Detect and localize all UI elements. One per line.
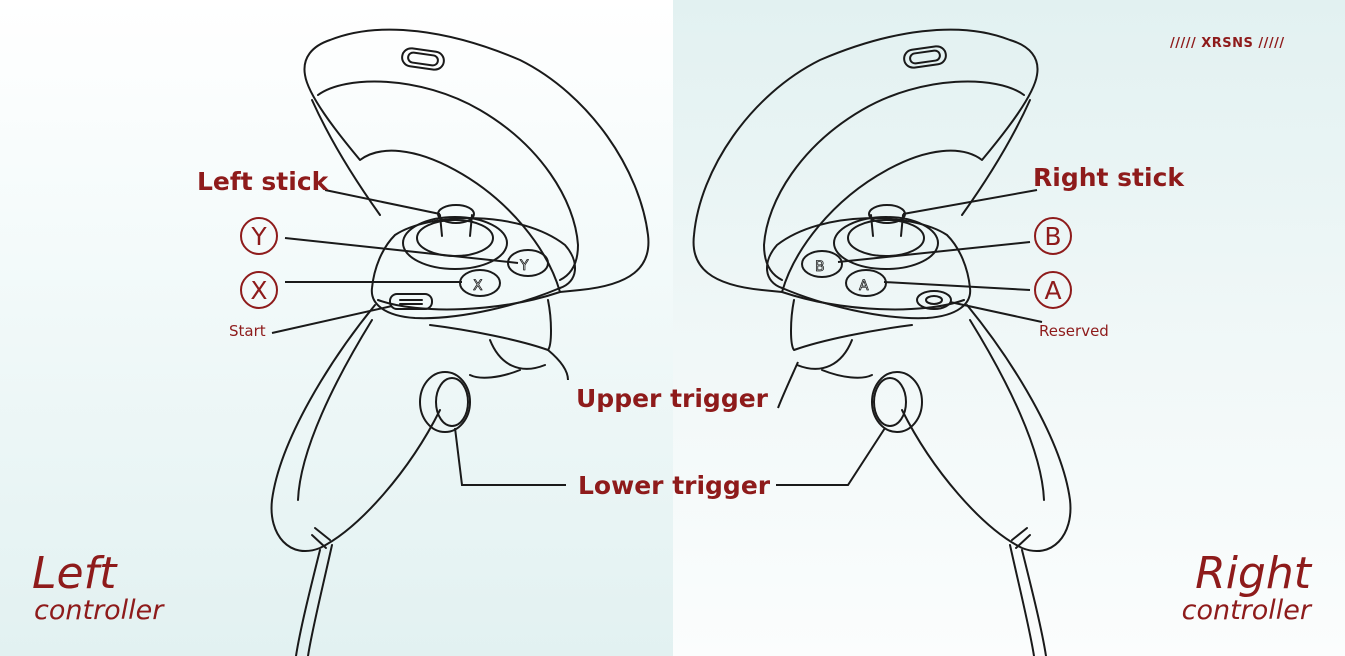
label-left-stick: Left stick xyxy=(197,167,329,196)
svg-text:A: A xyxy=(859,278,869,294)
leader-b xyxy=(837,241,1031,263)
label-start: Start xyxy=(229,322,266,340)
leader-upper-left xyxy=(547,349,569,381)
left-title: Left xyxy=(32,548,117,599)
leader-reserved xyxy=(949,301,1043,323)
leader-right-stick xyxy=(902,189,1038,215)
leader-y xyxy=(284,237,519,264)
brand-watermark: ///// XRSNS ///// xyxy=(1170,36,1285,51)
right-controller-drawing: B A xyxy=(692,28,1072,656)
svg-text:Y: Y xyxy=(519,258,529,274)
button-b-badge: B xyxy=(1034,217,1072,255)
left-panel xyxy=(0,0,673,656)
leader-left-stick xyxy=(324,189,441,215)
leader-start xyxy=(271,305,393,334)
svg-text:B: B xyxy=(815,259,825,275)
leader-upper-right xyxy=(777,361,799,409)
label-upper-trigger: Upper trigger xyxy=(576,384,769,413)
leader-a xyxy=(883,281,1031,291)
leader-lines xyxy=(271,189,1043,486)
left-subtitle: controller xyxy=(34,595,164,626)
right-title: Right xyxy=(1195,548,1311,599)
leader-lower-right xyxy=(776,427,886,486)
left-controller-drawing: Y X xyxy=(270,28,650,656)
button-y-badge: Y xyxy=(240,217,278,255)
right-subtitle: controller xyxy=(1181,595,1311,626)
label-reserved: Reserved xyxy=(1039,322,1109,340)
svg-text:X: X xyxy=(473,278,483,294)
label-lower-trigger: Lower trigger xyxy=(578,471,771,500)
right-panel xyxy=(673,0,1345,656)
label-right-stick: Right stick xyxy=(1033,163,1185,192)
button-x-badge: X xyxy=(240,271,278,309)
button-a-badge: A xyxy=(1034,271,1072,309)
leader-lower-left xyxy=(454,427,566,486)
